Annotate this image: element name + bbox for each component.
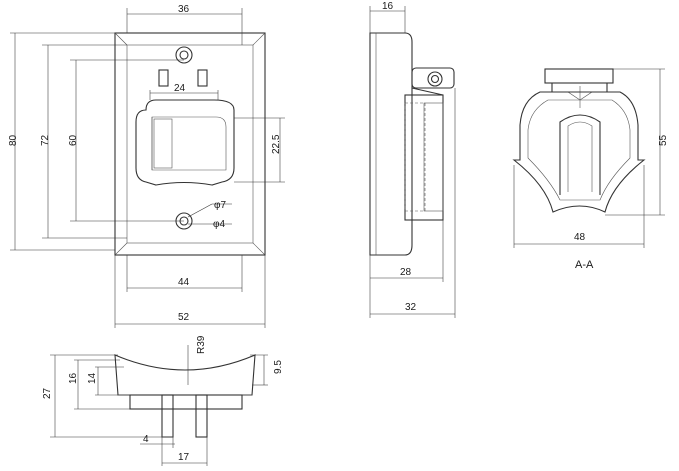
section-body bbox=[512, 91, 646, 213]
section-label: A-A bbox=[575, 259, 594, 271]
top-screw-hole-inner bbox=[179, 50, 189, 60]
dim-side-bottom: 32 bbox=[405, 302, 417, 313]
dim-section-height: 55 bbox=[658, 134, 669, 146]
dim-top-width: 36 bbox=[178, 4, 190, 15]
bottom-view: 27 16 14 9.5 R39 4 17 bbox=[42, 335, 284, 466]
dim-bottom-h9-5: 9.5 bbox=[273, 360, 284, 374]
dim-height-60: 60 bbox=[68, 134, 79, 146]
dim-bottom-total: 52 bbox=[178, 312, 190, 323]
dim-side-top: 16 bbox=[382, 1, 394, 12]
front-view: 36 24 22.5 80 72 60 φ7 φ4 bbox=[8, 4, 285, 328]
side-view: 16 28 32 bbox=[369, 1, 456, 318]
side-plate bbox=[369, 32, 413, 256]
side-hinge bbox=[411, 67, 455, 89]
dim-side-mid: 28 bbox=[400, 267, 412, 278]
bottom-prong-right bbox=[195, 394, 208, 438]
prong-slot-right bbox=[197, 69, 208, 87]
dim-hole-large: φ7 bbox=[214, 200, 226, 211]
top-screw-hole-outer bbox=[175, 46, 193, 64]
dim-bottom-radius: R39 bbox=[196, 335, 207, 354]
dim-bottom-h27: 27 bbox=[42, 387, 53, 399]
dim-bottom-w17: 17 bbox=[178, 452, 190, 463]
section-top-clip bbox=[544, 68, 614, 84]
dim-hole-small: φ4 bbox=[213, 219, 225, 230]
prong-slot-left bbox=[158, 69, 169, 87]
bottom-prong-left bbox=[161, 394, 174, 438]
front-outer-plate bbox=[114, 32, 266, 256]
front-inner-bevel bbox=[126, 44, 254, 244]
dim-bottom-w4: 4 bbox=[143, 434, 149, 445]
receptacle-cutout bbox=[135, 99, 235, 186]
dim-cutout-height: 22.5 bbox=[271, 134, 282, 154]
section-view: 48 55 A-A bbox=[512, 68, 669, 271]
dim-bottom-h14: 14 bbox=[87, 372, 98, 384]
dim-height-total: 80 bbox=[8, 134, 19, 146]
dim-inner-width: 24 bbox=[174, 83, 186, 94]
dim-section-width: 48 bbox=[574, 232, 586, 243]
dim-bottom-h16: 16 bbox=[68, 372, 79, 384]
bottom-body bbox=[114, 354, 256, 396]
dim-bottom-inner: 44 bbox=[178, 277, 190, 288]
dim-height-72: 72 bbox=[40, 134, 51, 146]
